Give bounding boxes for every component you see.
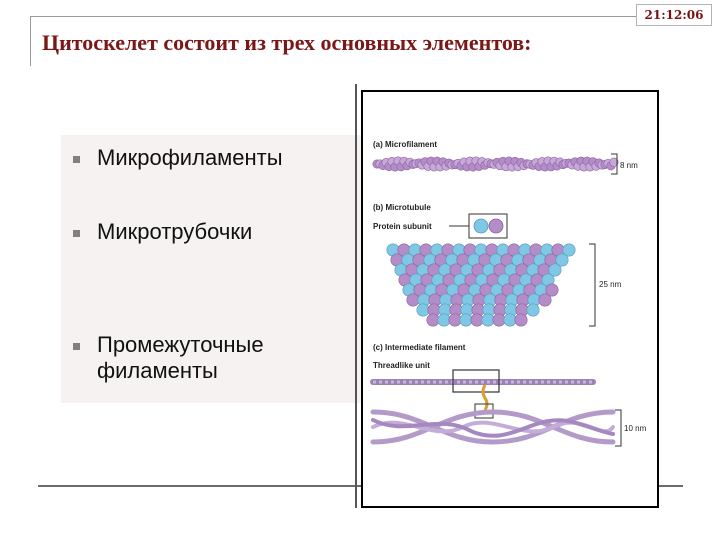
slide-frame-top: [30, 16, 690, 17]
microfilament-label: (a) Microfilament: [373, 140, 437, 149]
microfilament-chain: [372, 156, 619, 172]
bullet-square-icon: [73, 343, 80, 350]
cytoskeleton-figure: (a) Microfilament 8 nm (b) Microtubule P…: [361, 90, 659, 508]
threadlike-unit-label: Threadlike unit: [373, 361, 430, 370]
list-item-text: Микротрубочки: [97, 219, 253, 244]
bullet-square-icon: [73, 230, 80, 237]
slide-title: Цитоскелет состоит из трех основных элем…: [42, 30, 532, 55]
bullet-square-icon: [73, 156, 80, 163]
size-bracket-icon: [589, 243, 596, 327]
slide-frame-left: [30, 16, 31, 66]
microtubule-label: (b) Microtubule: [373, 203, 431, 212]
intermediate-filament-bundle: [370, 409, 616, 445]
list-item-text: Микрофиламенты: [97, 145, 283, 170]
intermediate-size: 10 nm: [624, 424, 647, 433]
subunit-beta-icon: [488, 218, 504, 234]
cytoskeleton-illustration: (a) Microfilament 8 nm (b) Microtubule P…: [370, 140, 647, 447]
subunit-alpha-icon: [473, 218, 489, 234]
size-bracket-icon: [615, 409, 622, 447]
intermediate-filament-label: (c) Intermediate filament: [373, 343, 466, 352]
protein-subunit-label: Protein subunit: [373, 222, 432, 231]
microtubule-body: [386, 243, 576, 327]
figure-left-edge: [355, 84, 357, 508]
size-bracket-icon: [611, 153, 618, 175]
microfilament-size: 8 nm: [620, 161, 638, 170]
list-item-text: Промежуточные филаменты: [97, 332, 264, 383]
microtubule-size: 25 nm: [599, 280, 622, 289]
clock-display: 21:12:06: [636, 4, 712, 26]
slide-bottom-rule: [38, 485, 683, 487]
threadlike-callout-box: [452, 369, 500, 393]
zoom-connector-icon: [481, 384, 489, 411]
subunit-callout-box: [468, 213, 508, 239]
bullet-list: Микрофиламенты Микротрубочки Промежуточн…: [61, 135, 361, 403]
